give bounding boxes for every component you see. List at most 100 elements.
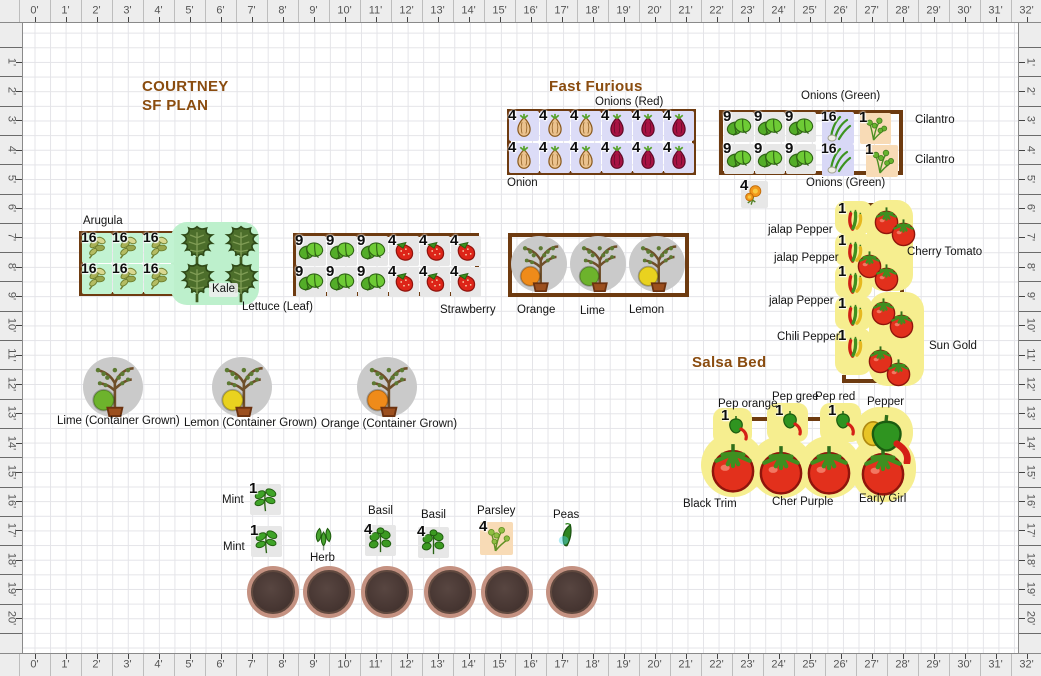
plant-green-onion[interactable]: 16 (821, 141, 854, 176)
plant-tomato[interactable] (888, 216, 919, 247)
plant-tomato[interactable] (855, 441, 911, 497)
onion-icon (517, 113, 531, 137)
plant-arugula[interactable]: 16 (81, 230, 112, 263)
ruler-foot-label: 11' (368, 4, 383, 17)
plant-red-onion[interactable]: 4 (601, 140, 632, 173)
plant-arugula[interactable]: 16 (112, 230, 143, 263)
plant-tomato[interactable] (871, 261, 902, 292)
plant-mint[interactable]: 1 (249, 481, 281, 515)
plant-chili[interactable]: 1 (838, 264, 870, 298)
plant-chili[interactable]: 1 (838, 233, 870, 267)
strawberry-icon (395, 241, 414, 261)
plant-basil[interactable]: 4 (364, 522, 396, 556)
plant-pepper-small[interactable]: 1 (721, 408, 754, 443)
plant-onion[interactable]: 4 (539, 140, 570, 173)
plant-arugula[interactable]: 16 (112, 261, 143, 294)
plant-label: Black Trim (683, 498, 737, 510)
plant-citrus[interactable] (83, 357, 143, 417)
plant-strawberry[interactable]: 4 (450, 233, 481, 266)
plant-onion[interactable]: 4 (508, 140, 539, 173)
plant-citrus[interactable] (357, 357, 417, 417)
plant-strawberry[interactable]: 4 (388, 264, 419, 297)
plant-lettuce[interactable]: 9 (357, 233, 388, 266)
plant-tomato[interactable] (854, 248, 885, 279)
plant-kale[interactable] (175, 261, 219, 305)
container-pot[interactable] (247, 566, 299, 618)
garden-bed-citrus-bed[interactable] (508, 233, 689, 297)
plant-herb[interactable] (310, 525, 338, 553)
plant-cilantro[interactable]: 1 (859, 110, 891, 144)
plant-lettuce[interactable]: 9 (723, 141, 754, 174)
plant-tomato[interactable] (886, 308, 917, 339)
plan-text-annotation[interactable]: Fast Furious (549, 78, 643, 95)
plant-lettuce[interactable]: 9 (295, 233, 326, 266)
plant-tomato[interactable] (868, 295, 899, 326)
container-pot[interactable] (424, 566, 476, 618)
ruler-foot-label: 21' (678, 658, 693, 671)
plant-onion[interactable]: 4 (570, 108, 601, 141)
plant-tomato[interactable] (865, 343, 896, 374)
plant-lettuce[interactable]: 9 (723, 109, 754, 142)
plan-text-annotation[interactable]: COURTNEY SF PLAN (142, 78, 229, 114)
plant-lettuce[interactable]: 9 (785, 108, 816, 142)
plant-lettuce[interactable]: 9 (295, 264, 326, 297)
plant-marigold[interactable]: 4 (740, 178, 768, 208)
plant-tomato[interactable] (753, 440, 809, 496)
plant-count: 9 (785, 108, 794, 125)
plant-red-onion[interactable]: 4 (632, 140, 663, 173)
plant-lettuce[interactable]: 9 (326, 233, 357, 266)
ruler-foot-label: 16' (1024, 493, 1037, 509)
plant-citrus[interactable] (629, 236, 685, 292)
plant-lettuce[interactable]: 9 (785, 141, 816, 174)
plant-cilantro[interactable]: 1 (865, 142, 898, 177)
plant-chili[interactable]: 1 (838, 296, 870, 330)
plant-pepper-small[interactable]: 1 (828, 403, 861, 438)
plant-lettuce[interactable]: 9 (754, 109, 785, 142)
plant-lettuce[interactable]: 9 (326, 264, 357, 297)
ruler-foot-label: 11' (5, 347, 18, 362)
container-pot[interactable] (361, 566, 413, 618)
plant-tomato[interactable] (705, 438, 761, 494)
plant-onion[interactable]: 4 (539, 108, 570, 141)
plant-tomato[interactable] (883, 356, 914, 387)
plant-arugula[interactable]: 16 (143, 230, 174, 263)
plant-pepper-small[interactable]: 1 (775, 403, 808, 438)
plant-strawberry[interactable]: 4 (419, 233, 450, 266)
plant-green-onion[interactable]: 16 (821, 109, 854, 144)
plant-citrus[interactable] (570, 236, 626, 292)
plant-red-onion[interactable]: 4 (632, 108, 663, 141)
plant-arugula[interactable]: 16 (81, 261, 112, 294)
plan-text-annotation[interactable]: Salsa Bed (692, 354, 767, 371)
ruler-foot-label: 8' (278, 4, 287, 17)
plant-chili[interactable]: 1 (838, 201, 870, 235)
container-pot[interactable] (303, 566, 355, 618)
ruler-top: 0'1'2'3'4'5'6'7'8'9'10'11'12'13'14'15'16… (0, 0, 1041, 23)
plant-count: 4 (570, 139, 579, 156)
plant-pepper-big[interactable] (858, 410, 912, 464)
plant-lettuce[interactable]: 9 (754, 141, 785, 174)
plant-strawberry[interactable]: 4 (419, 264, 450, 297)
plant-tomato[interactable] (871, 204, 902, 235)
container-pot[interactable] (546, 566, 598, 618)
plant-onion[interactable]: 4 (570, 139, 601, 173)
plant-citrus[interactable] (511, 236, 567, 292)
ruler-foot-label: 18' (5, 552, 18, 567)
plant-peas[interactable] (552, 520, 583, 551)
plant-basil[interactable]: 4 (417, 524, 449, 558)
container-pot[interactable] (481, 566, 533, 618)
plant-strawberry[interactable]: 4 (450, 264, 481, 297)
plant-tomato[interactable] (801, 440, 857, 496)
plant-arugula[interactable]: 16 (143, 261, 174, 294)
plant-strawberry[interactable]: 4 (388, 233, 419, 266)
plant-lettuce[interactable]: 9 (357, 264, 388, 297)
plant-onion[interactable]: 4 (508, 108, 539, 141)
plant-kale[interactable] (175, 224, 219, 268)
plant-red-onion[interactable]: 4 (663, 108, 694, 141)
garden-bed-onion-bed[interactable] (507, 109, 696, 175)
plant-parsley[interactable]: 4 (479, 519, 513, 555)
plant-chili[interactable]: 1 (838, 328, 870, 362)
plant-red-onion[interactable]: 4 (601, 108, 632, 141)
plant-red-onion[interactable]: 4 (663, 140, 694, 173)
plant-citrus[interactable] (212, 357, 272, 417)
plant-mint[interactable]: 1 (250, 523, 282, 557)
